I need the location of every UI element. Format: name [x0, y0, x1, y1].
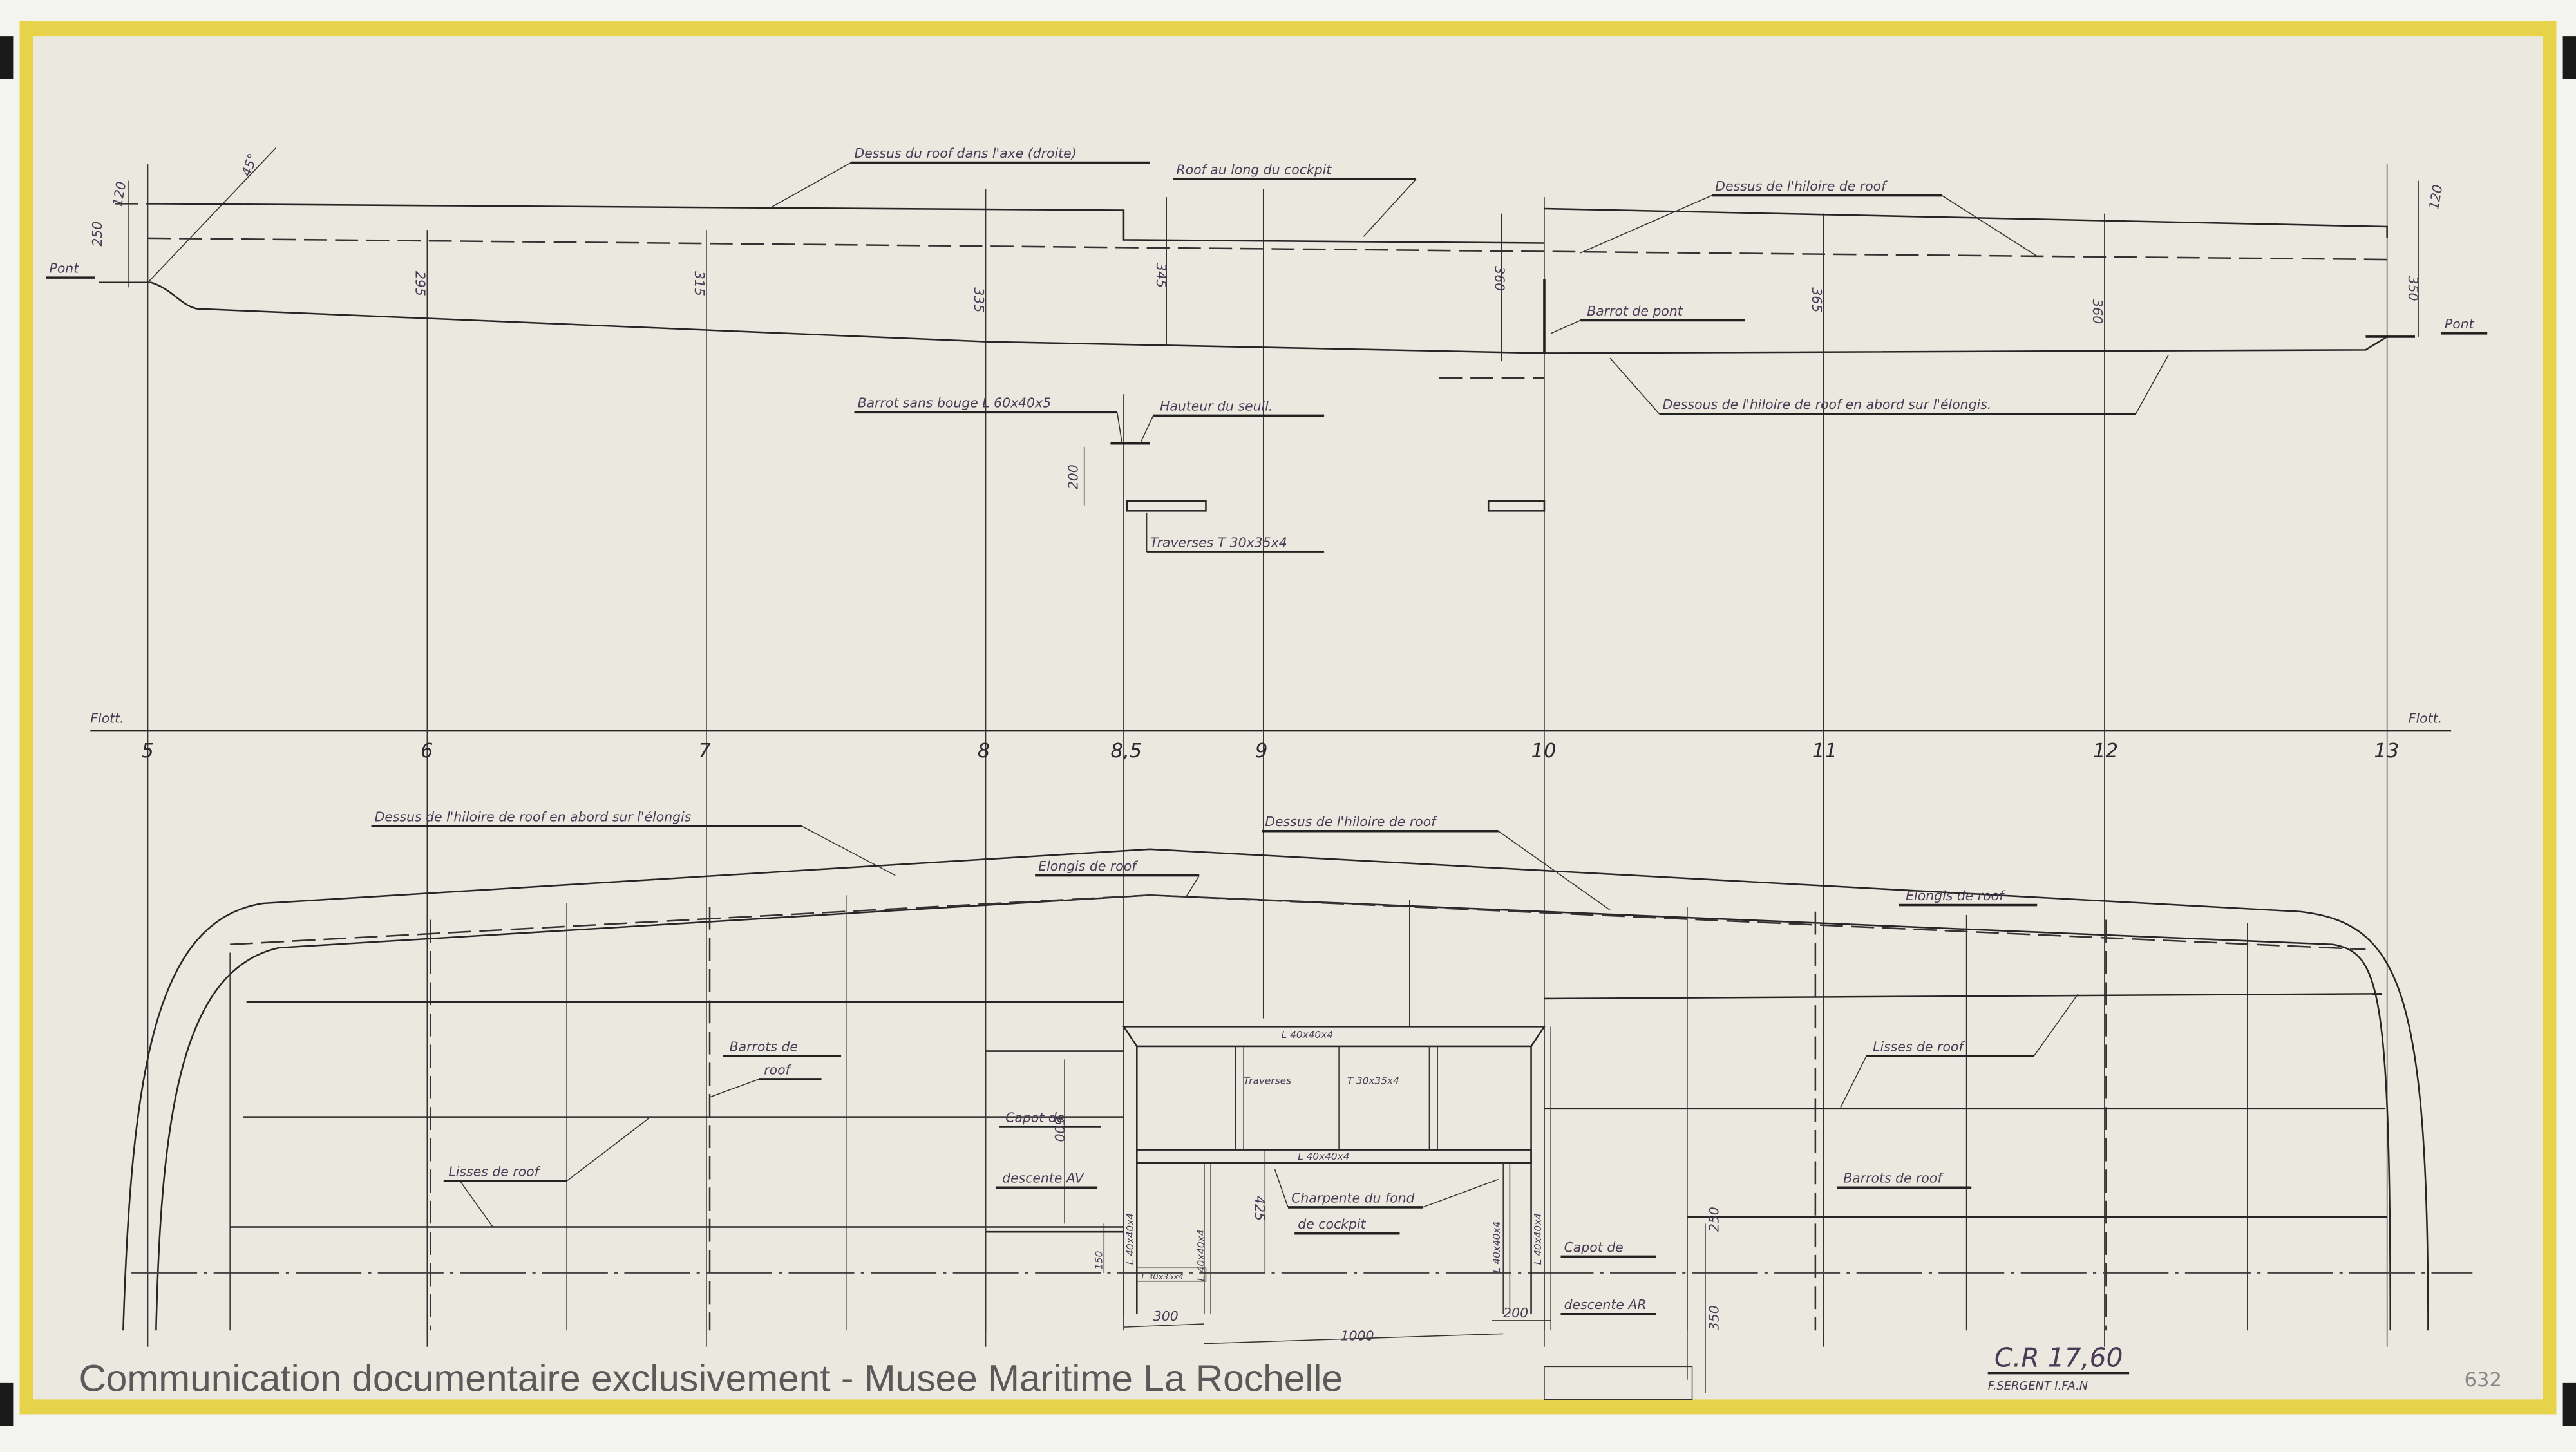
- station-label: 8: [978, 740, 990, 762]
- height-dim: 360: [1492, 266, 1507, 291]
- clip-top-right: [2562, 36, 2576, 79]
- dim-250: 250: [90, 222, 105, 247]
- label-angle-vertical: L 40x40x4: [1124, 1213, 1136, 1265]
- label-charpente-1: Charpente du fond: [1291, 1190, 1415, 1205]
- label-angle-vertical: L 40x40x4: [1532, 1213, 1544, 1265]
- watermark: Communication documentaire exclusivement…: [79, 1358, 1343, 1400]
- label-t-section: T 30x35x4: [1347, 1075, 1399, 1087]
- label-hauteur-seuil: Hauteur du seuil.: [1160, 399, 1273, 414]
- height-dim: 360: [2090, 299, 2105, 324]
- dim-600: 600: [1052, 1117, 1067, 1142]
- profile-view: [90, 147, 2452, 1347]
- station-label: 5: [141, 740, 153, 762]
- label-lisses-roof-2: Lisses de roof: [1873, 1039, 1965, 1055]
- label-barrot-pont: Barrot de pont: [1587, 303, 1683, 319]
- drawing-author: F.SERGENT I.FA.N: [1988, 1379, 2088, 1393]
- label-capot-ar-2: descente AR: [1564, 1297, 1647, 1312]
- tape-left: [19, 21, 33, 1415]
- station-label: 8,5: [1110, 740, 1142, 762]
- profile-annotations: Flott. Flott. Pont Pont 45° 250 120 120 …: [46, 146, 2488, 726]
- dim-425: 425: [1252, 1196, 1267, 1221]
- label-barrots-roof-1b: roof: [764, 1062, 791, 1077]
- plan-annotations: Dessus de l'hiloire de roof en abord sur…: [371, 809, 2079, 1344]
- label-barrot-bouge: Barrot sans bouge L 60x40x5: [858, 395, 1052, 411]
- station-label: 11: [1812, 740, 1837, 762]
- clip-bottom-right: [2562, 1382, 2576, 1426]
- label-traverses-plan: Traverses: [1244, 1075, 1291, 1087]
- waterline-label-right: Flott.: [2409, 710, 2442, 726]
- title-block: C.R 17,60 F.SERGENT I.FA.N 632: [1988, 1342, 2502, 1393]
- label-angle-mid: L 40x40x4: [1298, 1151, 1349, 1162]
- label-capot-ar-1: Capot de: [1564, 1240, 1624, 1255]
- dim-150: 150: [1094, 1251, 1105, 1270]
- label-traverses: Traverses T 30x35x4: [1150, 534, 1287, 550]
- sheet-number: 632: [2465, 1369, 2502, 1391]
- dim-200: 200: [1503, 1305, 1528, 1321]
- label-barrots-roof-1: Barrots de: [730, 1039, 798, 1055]
- label-dessus-roof-axe: Dessus du roof dans l'axe (droite): [855, 146, 1077, 161]
- label-dessus-hiloire-abord: Dessus de l'hiloire de roof en abord sur…: [375, 809, 692, 824]
- station-label: 9: [1255, 740, 1267, 762]
- dim-1000: 1000: [1341, 1328, 1374, 1344]
- label-capot-av-2: descente AV: [1002, 1171, 1085, 1186]
- height-dim: 350: [2405, 276, 2421, 301]
- dim-300: 300: [1153, 1308, 1179, 1324]
- label-t-section-small: T 30x35x4: [1140, 1272, 1184, 1282]
- height-dim: 335: [971, 287, 987, 312]
- station-labels: 5 6 7 8 8,5 9 10 11 12 13: [141, 740, 2399, 762]
- label-angle-top: L 40x40x4: [1282, 1029, 1333, 1041]
- deck-label-right: Pont: [2445, 316, 2475, 332]
- deck-label-left: Pont: [50, 260, 80, 276]
- station-label: 12: [2093, 740, 2118, 762]
- station-label: 10: [1531, 740, 1557, 762]
- dim-350: 350: [1706, 1305, 1721, 1330]
- label-dessus-hiloire-plan: Dessus de l'hiloire de roof: [1265, 814, 1437, 829]
- label-angle-vertical: L 40x40x4: [1195, 1230, 1207, 1281]
- tape-right: [2543, 21, 2557, 1415]
- label-angle-vertical: L 40x40x4: [1491, 1221, 1502, 1273]
- paper: [23, 23, 2553, 1413]
- height-dim: 345: [1153, 263, 1169, 288]
- drawing-code: C.R 17,60: [1994, 1342, 2123, 1373]
- station-label: 7: [698, 740, 711, 762]
- clip-top-left: [0, 36, 14, 79]
- label-dessus-hiloire: Dessus de l'hiloire de roof: [1715, 178, 1888, 194]
- label-charpente-2: de cockpit: [1298, 1216, 1366, 1232]
- label-dessous-hiloire: Dessous de l'hiloire de roof en abord su…: [1663, 397, 1992, 412]
- label-barrots-roof-2: Barrots de roof: [1843, 1171, 1944, 1186]
- tape-bottom: [19, 1399, 2557, 1415]
- dim-250: 250: [1706, 1207, 1721, 1232]
- tape-top: [19, 21, 2557, 37]
- dim-200: 200: [1065, 464, 1081, 489]
- height-dim: 295: [412, 271, 428, 296]
- waterline-label-left: Flott.: [90, 710, 124, 726]
- label-lisses-roof-1: Lisses de roof: [448, 1164, 540, 1179]
- label-capot-av-1: Capot de: [1005, 1109, 1065, 1125]
- label-elongis-2: Elongis de roof: [1906, 888, 2005, 903]
- station-label: 13: [2374, 740, 2399, 762]
- plan-view: [122, 848, 2473, 1400]
- label-roof-cockpit: Roof au long du cockpit: [1177, 162, 1332, 177]
- height-dim: 315: [692, 271, 707, 296]
- clip-bottom-left: [0, 1382, 14, 1426]
- label-elongis-1: Elongis de roof: [1038, 858, 1138, 874]
- height-dim: 365: [1809, 287, 1824, 312]
- station-label: 6: [421, 740, 433, 762]
